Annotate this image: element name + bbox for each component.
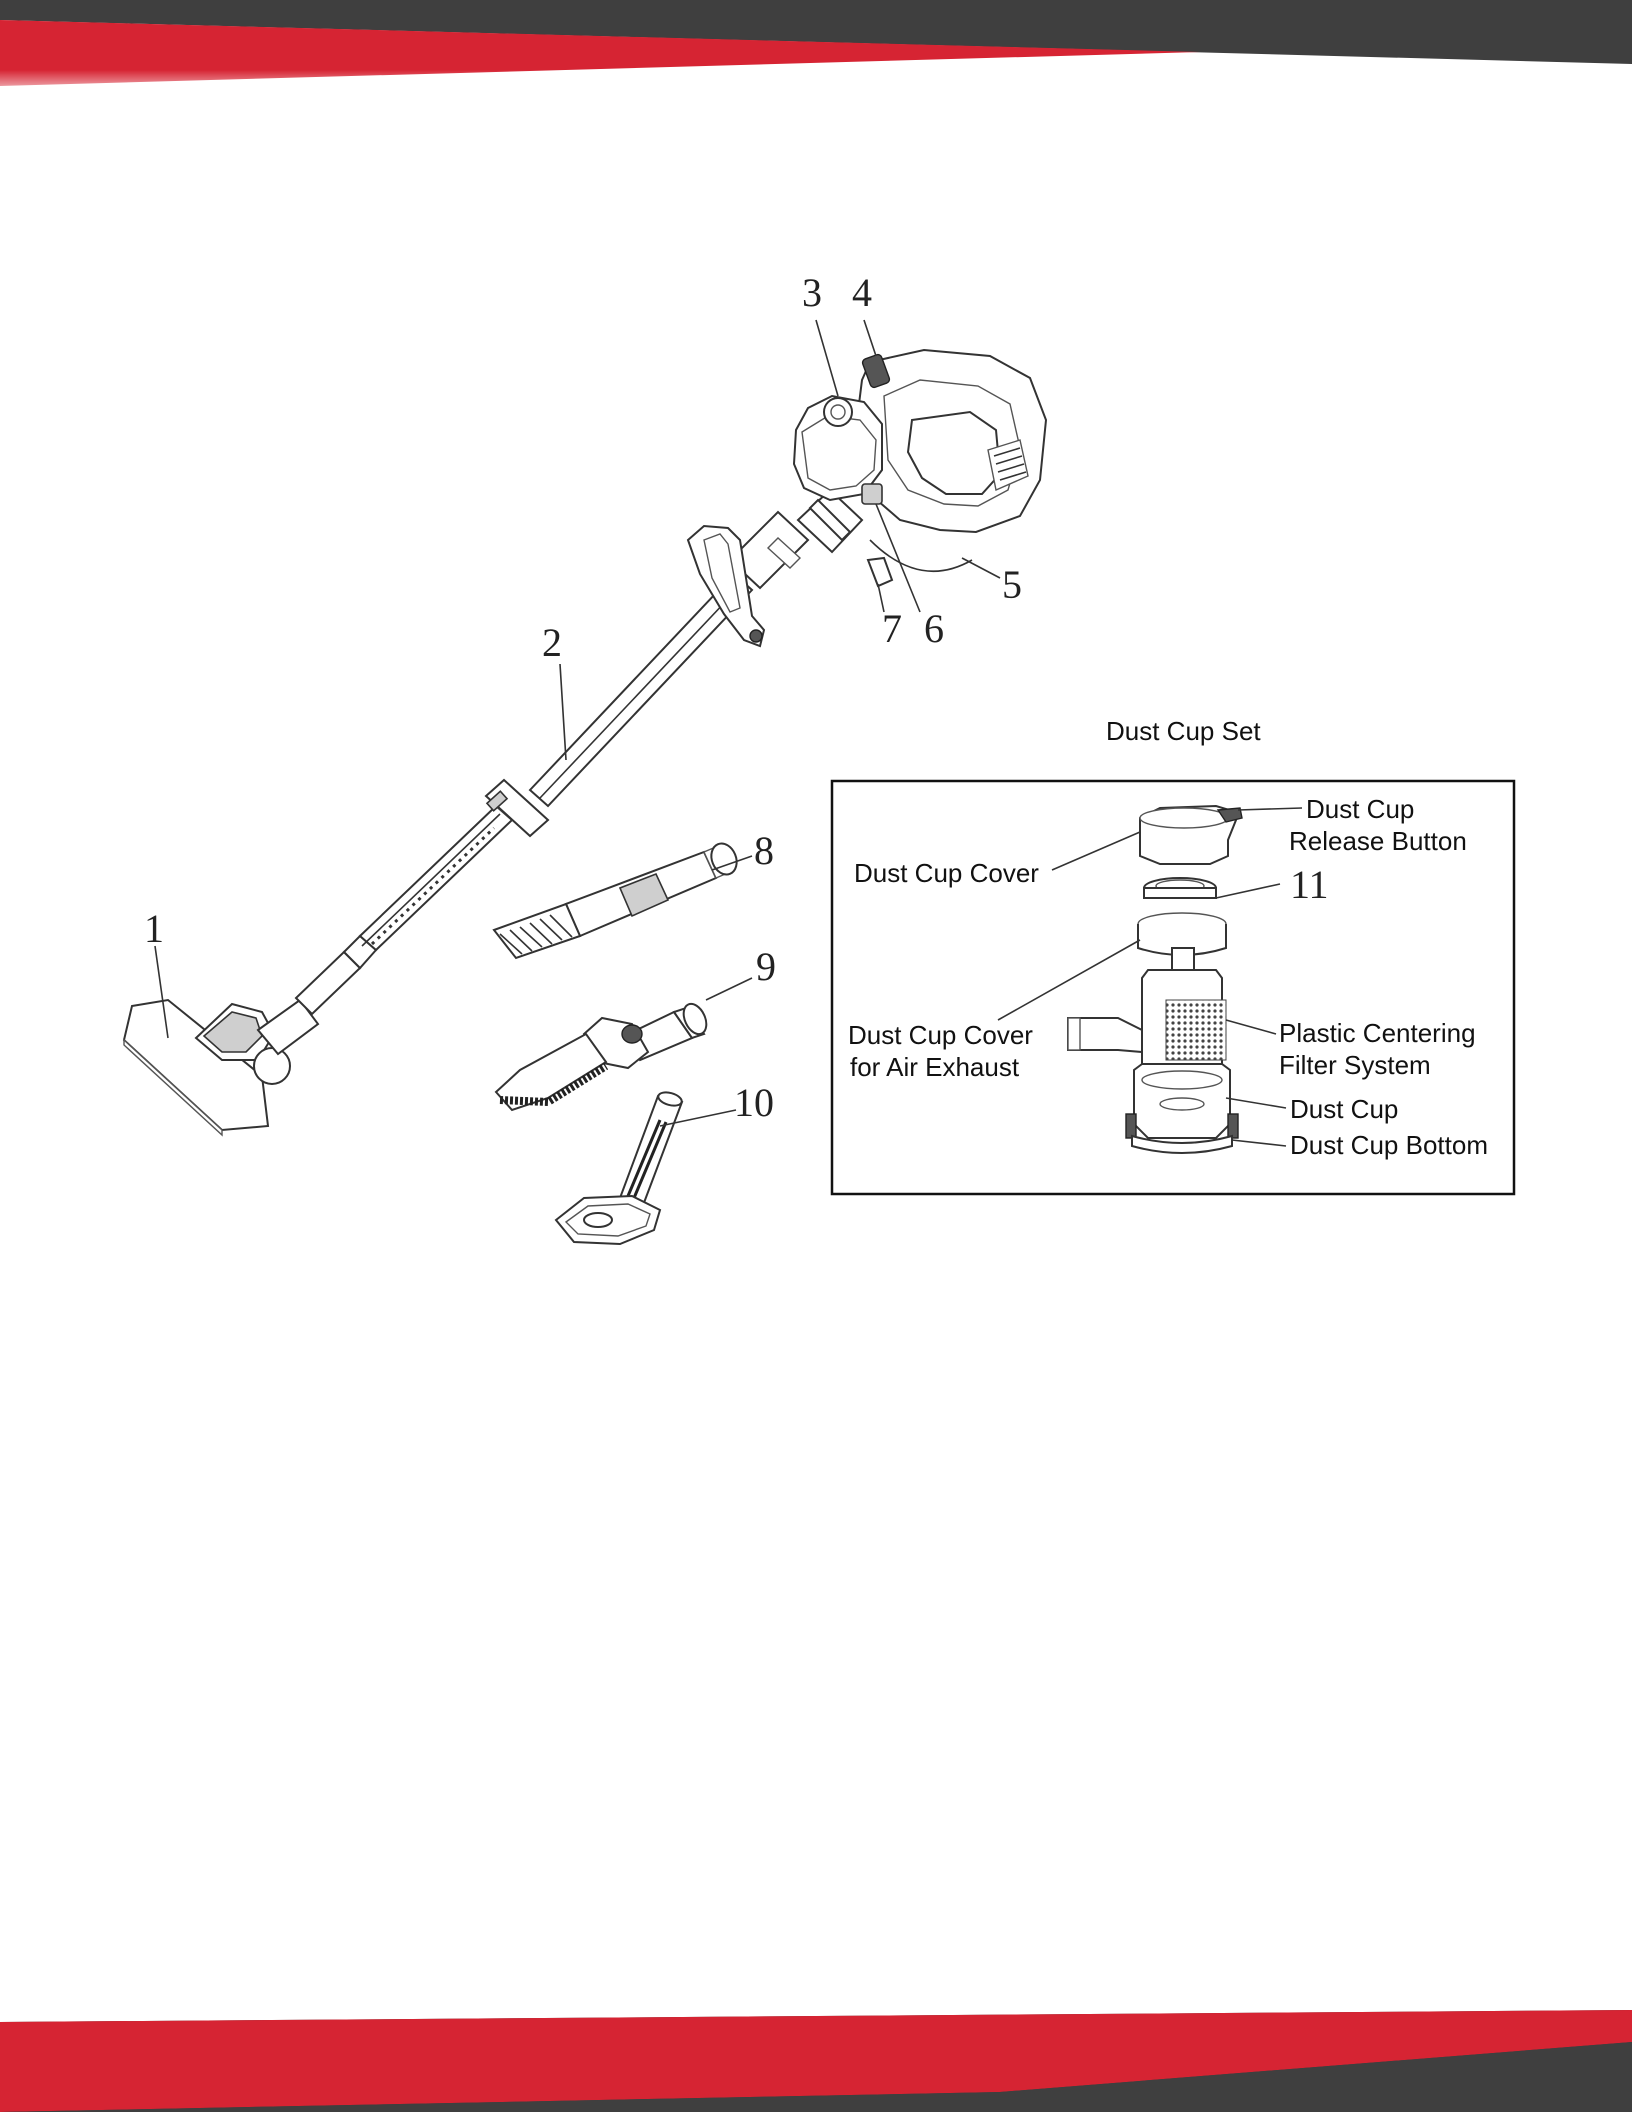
dust-cup-set-inset: Dust Cup Set <box>832 716 1514 1194</box>
filter-ring <box>1144 878 1216 898</box>
callout-3: 3 <box>802 270 822 315</box>
mini-brush-tool <box>556 1090 683 1244</box>
label-filter-line1: Plastic Centering <box>1279 1018 1476 1048</box>
callout-4: 4 <box>852 270 872 315</box>
callout-1: 1 <box>144 906 164 951</box>
motor-body <box>794 350 1046 586</box>
callout-5: 5 <box>1002 562 1022 607</box>
callout-6: 6 <box>924 606 944 651</box>
callout-10: 10 <box>734 1080 774 1125</box>
label-dust-cup-bottom: Dust Cup Bottom <box>1290 1130 1488 1160</box>
callout-11: 11 <box>1290 862 1329 907</box>
callout-2: 2 <box>542 620 562 665</box>
crevice-tool <box>494 840 741 958</box>
label-release-button-line1: Dust Cup <box>1306 794 1414 824</box>
callout-9: 9 <box>756 944 776 989</box>
dust-cup-cover <box>1140 806 1242 864</box>
release-clip <box>862 484 882 504</box>
label-exhaust-cover-line1: Dust Cup Cover <box>848 1020 1033 1050</box>
callout-8: 8 <box>754 828 774 873</box>
label-dust-cup: Dust Cup <box>1290 1094 1398 1124</box>
dusting-brush <box>496 1000 711 1110</box>
callout-7: 7 <box>882 606 902 651</box>
inset-title: Dust Cup Set <box>1106 716 1261 746</box>
label-release-button-line2: Release Button <box>1289 826 1467 856</box>
floor-brush <box>124 1000 318 1135</box>
label-dust-cup-cover: Dust Cup Cover <box>854 858 1039 888</box>
footer-band <box>0 1980 1632 2112</box>
label-filter-line2: Filter System <box>1279 1050 1431 1080</box>
label-exhaust-cover-line2: for Air Exhaust <box>850 1052 1020 1082</box>
